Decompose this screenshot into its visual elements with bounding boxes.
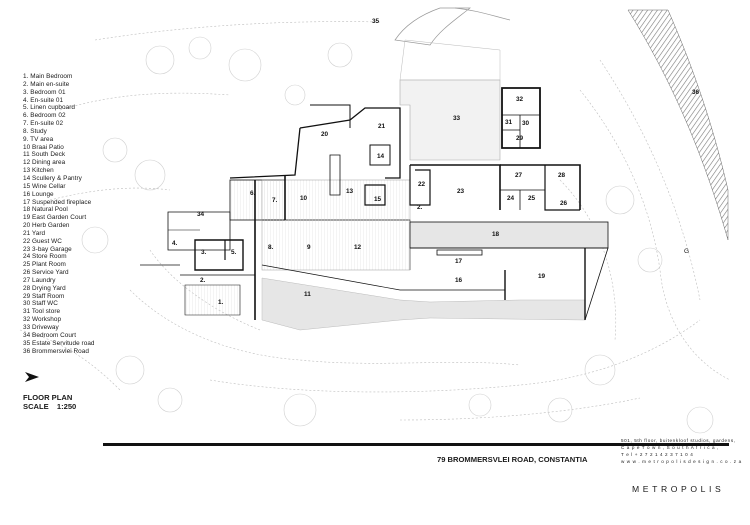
label-2a: 2. <box>200 277 206 284</box>
site-contours <box>19 21 731 421</box>
label-1: 1. <box>218 299 224 306</box>
label-31: 31 <box>505 119 513 126</box>
project-address: 79 BROMMERSVLEI ROAD, CONSTANTIA <box>437 455 588 464</box>
label-17: 17 <box>455 258 463 265</box>
legend-item: 11 South Deck <box>23 151 66 159</box>
label-34: 34 <box>197 211 205 218</box>
legend-item: 10 Braai Patio <box>23 143 64 151</box>
label-9: 9 <box>307 244 311 251</box>
label-8: 8. <box>268 244 274 251</box>
label-6: 6. <box>250 190 256 197</box>
room-legend: 1. Main Bedroom 2. Main en-suite 3. Bedr… <box>23 73 95 355</box>
label-4: 4. <box>172 240 178 247</box>
contact-line: 501, 5th floor, buitenkloof studios, gar… <box>621 438 736 443</box>
legend-item: 8. Study <box>23 127 47 135</box>
legend-item: 1. Main Bedroom <box>23 73 73 80</box>
legend-item: 26 Service Yard <box>23 269 69 277</box>
contact-line: C a p e T o w n , S o u t h A f r i c a … <box>621 445 719 450</box>
legend-item: 27 Laundry <box>23 276 56 284</box>
label-10: 10 <box>300 195 308 202</box>
label-33: 33 <box>453 115 461 122</box>
legend-item: 25 Plant Room <box>23 261 66 269</box>
label-11: 11 <box>304 291 311 298</box>
label-22: 22 <box>418 181 426 188</box>
contact-line: w w w . m e t r o p o l i s d e s i g n … <box>621 459 742 464</box>
legend-item: 29 Staff Room <box>23 292 65 300</box>
label-2b: 2. <box>417 204 423 211</box>
legend-item: 6. Bedroom 02 <box>23 112 66 120</box>
label-29: 29 <box>516 135 524 142</box>
estate-road <box>394 7 471 46</box>
driveway <box>399 79 501 161</box>
legend-item: 30 Staff WC <box>23 300 58 308</box>
label-20: 20 <box>321 131 329 138</box>
legend-item: 13 Kitchen <box>23 167 54 175</box>
legend-item: 17 Suspended fireplace <box>23 198 92 206</box>
label-14: 14 <box>377 153 385 160</box>
firm-contact: 501, 5th floor, buitenkloof studios, gar… <box>621 437 742 465</box>
north-arrow-icon <box>25 372 39 382</box>
legend-item: 14 Scullery & Pantry <box>23 174 82 182</box>
legend-item: 12 Dining area <box>23 159 66 167</box>
contact-line: T e l + 2 7 2 1 4 2 3 7 1 0 4 <box>621 452 694 457</box>
legend-item: 21 Yard <box>23 229 46 237</box>
legend-item: 4. En-suite 01 <box>23 96 64 104</box>
firm-logo-text: METROPOLIS <box>632 484 725 494</box>
building <box>140 87 609 321</box>
legend-item: 34 Bedroom Court <box>23 331 77 339</box>
label-24: 24 <box>507 195 515 202</box>
legend-item: 31 Tool store <box>23 308 61 316</box>
label-3: 3. <box>201 249 207 256</box>
label-28: 28 <box>558 172 566 179</box>
label-27: 27 <box>515 172 523 179</box>
label-21: 21 <box>378 123 386 130</box>
legend-item: 19 East Garden Court <box>23 214 87 222</box>
legend-item: 2. Main en-suite <box>23 80 70 88</box>
legend-item: 20 Herb Garden <box>23 222 70 230</box>
plan-title: FLOOR PLAN <box>23 393 73 402</box>
label-35: 35 <box>372 18 380 25</box>
brommersvlei-road <box>627 9 729 241</box>
legend-item: 28 Drying Yard <box>23 284 66 292</box>
label-g: G <box>684 248 689 255</box>
legend-item: 32 Workshop <box>23 316 62 324</box>
label-7: 7. <box>272 197 278 204</box>
label-25: 25 <box>528 195 536 202</box>
legend-item: 33 Driveway <box>23 324 59 331</box>
label-16: 16 <box>455 277 463 284</box>
plan-scale: SCALE 1:250 <box>23 402 77 411</box>
legend-item: 22 Guest WC <box>23 237 62 245</box>
label-32: 32 <box>516 96 524 103</box>
label-12: 12 <box>354 244 362 251</box>
label-18: 18 <box>492 231 500 238</box>
legend-item: 3. Bedroom 01 <box>23 88 66 96</box>
legend-item: 7. En-suite 02 <box>23 120 64 128</box>
label-13: 13 <box>346 188 354 195</box>
legend-item: 18 Natural Pool <box>23 206 68 214</box>
legend-item: 5. Linen cupboard <box>23 104 76 112</box>
label-26: 26 <box>560 200 568 207</box>
label-23: 23 <box>457 188 465 195</box>
label-36: 36 <box>692 89 700 96</box>
legend-item: 9. TV area <box>23 135 54 143</box>
label-5: 5. <box>231 249 237 256</box>
label-15: 15 <box>374 196 382 203</box>
title-block-divider <box>103 443 729 446</box>
room-labels: 35 36 33 32 31 30 29 21 20 14 13 15 10 7… <box>172 18 700 306</box>
legend-item: 36 Brommersvlei Road <box>23 347 89 355</box>
label-30: 30 <box>522 120 530 127</box>
trees <box>81 36 714 434</box>
legend-item: 35 Estate Servitude road <box>23 339 95 347</box>
legend-item: 16 Lounge <box>23 190 54 198</box>
legend-item: 23 3-bay Garage <box>23 245 72 253</box>
legend-item: 24 Store Room <box>23 253 67 261</box>
south-deck <box>261 277 586 331</box>
legend-item: 15 Wine Cellar <box>23 182 66 190</box>
label-19: 19 <box>538 273 546 280</box>
